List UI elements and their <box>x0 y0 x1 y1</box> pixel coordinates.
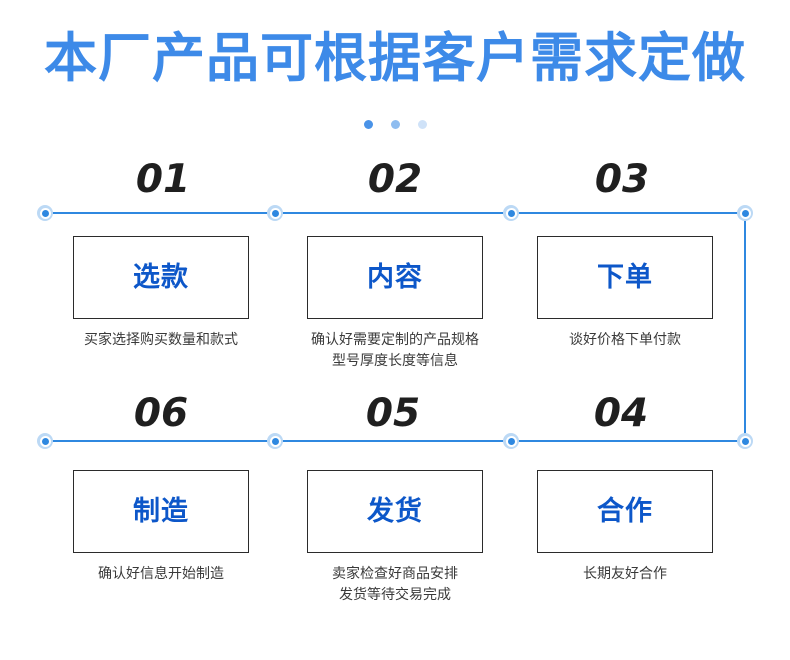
timeline-node-top-3 <box>503 205 519 221</box>
timeline-connector-right <box>744 212 746 441</box>
step-number-04: 04 <box>593 391 649 436</box>
step-caption-01: 买家选择购买数量和款式 <box>84 332 238 348</box>
step-number-01: 01 <box>135 157 191 202</box>
step-box-02: 内容 <box>307 236 483 319</box>
step-number-02: 02 <box>367 157 423 202</box>
step-number-03: 03 <box>594 157 650 202</box>
step-card-02[interactable]: 内容 确认好需要定制的产品规格 型号厚度长度等信息 <box>307 236 483 372</box>
step-box-06: 制造 <box>73 470 249 553</box>
timeline-node-bottom-1 <box>37 433 53 449</box>
timeline-rail-top <box>44 212 746 214</box>
step-label-06: 制造 <box>133 495 189 527</box>
step-caption-06: 确认好信息开始制造 <box>98 566 224 582</box>
step-number-06: 06 <box>133 391 189 436</box>
step-label-01: 选款 <box>133 261 189 293</box>
decorative-dots <box>0 120 790 129</box>
step-caption-04: 长期友好合作 <box>583 566 667 582</box>
timeline-rail-bottom <box>44 440 746 442</box>
page-title: 本厂产品可根据客户需求定做 <box>44 28 746 89</box>
step-caption-05: 卖家检查好商品安排 发货等待交易完成 <box>332 566 458 603</box>
timeline-node-bottom-3 <box>503 433 519 449</box>
timeline-node-top-2 <box>267 205 283 221</box>
step-card-04[interactable]: 合作 长期友好合作 <box>537 470 713 585</box>
step-card-05[interactable]: 发货 卖家检查好商品安排 发货等待交易完成 <box>307 470 483 606</box>
step-label-02: 内容 <box>367 261 423 293</box>
timeline-node-bottom-2 <box>267 433 283 449</box>
step-label-05: 发货 <box>367 495 423 527</box>
step-box-05: 发货 <box>307 470 483 553</box>
step-box-03: 下单 <box>537 236 713 319</box>
timeline-node-bottom-4 <box>737 433 753 449</box>
step-card-03[interactable]: 下单 谈好价格下单付款 <box>537 236 713 351</box>
step-card-06[interactable]: 制造 确认好信息开始制造 <box>73 470 249 585</box>
timeline-node-top-1 <box>37 205 53 221</box>
step-caption-02: 确认好需要定制的产品规格 型号厚度长度等信息 <box>311 332 479 369</box>
timeline-node-top-4 <box>737 205 753 221</box>
dot-medium-icon <box>390 120 400 129</box>
step-number-05: 05 <box>365 391 421 436</box>
step-label-04: 合作 <box>597 495 653 527</box>
step-card-01[interactable]: 选款 买家选择购买数量和款式 <box>73 236 249 351</box>
step-label-03: 下单 <box>597 261 653 293</box>
dot-faint-icon <box>417 120 427 129</box>
step-box-01: 选款 <box>73 236 249 319</box>
step-box-04: 合作 <box>537 470 713 553</box>
step-caption-03: 谈好价格下单付款 <box>569 332 681 348</box>
dot-solid-icon <box>363 120 373 129</box>
